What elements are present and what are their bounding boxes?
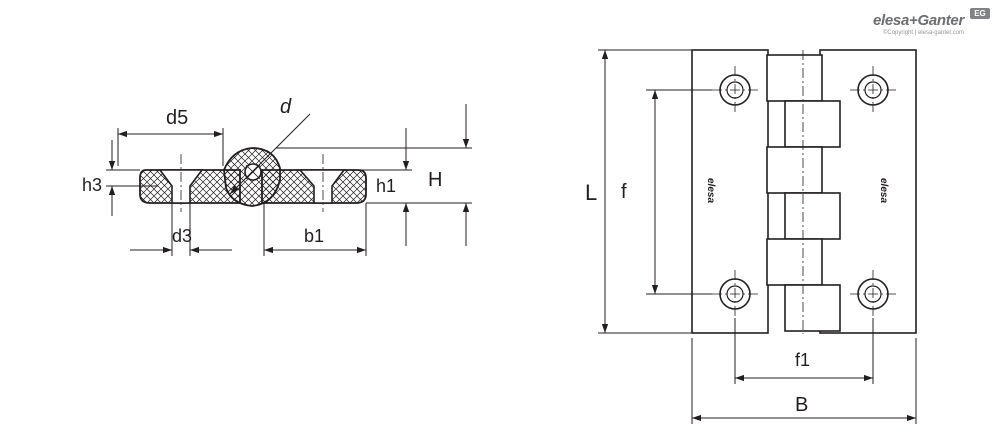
leaf-marking-left: elesa bbox=[705, 178, 716, 203]
brand-badge: EG bbox=[970, 8, 990, 19]
label-d5: d5 bbox=[166, 107, 188, 129]
label-f1: f1 bbox=[795, 350, 810, 370]
brand-copyright: ©Copyright | elesa-ganter.com bbox=[882, 30, 964, 36]
side-view: d5 d h3 h1 H d3 b1 bbox=[82, 96, 472, 256]
front-view: elesa elesa L f f1 B bbox=[585, 49, 917, 424]
label-d: d bbox=[280, 96, 292, 118]
label-h1: h1 bbox=[376, 176, 396, 196]
label-d3: d3 bbox=[172, 226, 192, 246]
knuckle-stack bbox=[766, 54, 841, 332]
brand-logo: elesa+Ganter EG ©Copyright | elesa-gante… bbox=[840, 6, 990, 40]
label-L: L bbox=[585, 180, 597, 205]
label-H: H bbox=[428, 169, 442, 191]
brand-name: elesa+Ganter bbox=[872, 12, 964, 29]
label-f: f bbox=[621, 181, 627, 203]
leaf-marking-right: elesa bbox=[878, 178, 889, 203]
label-b1: b1 bbox=[304, 226, 324, 246]
label-h3: h3 bbox=[82, 175, 102, 195]
right-countersunk-hole bbox=[298, 169, 346, 204]
label-B: B bbox=[795, 394, 808, 416]
